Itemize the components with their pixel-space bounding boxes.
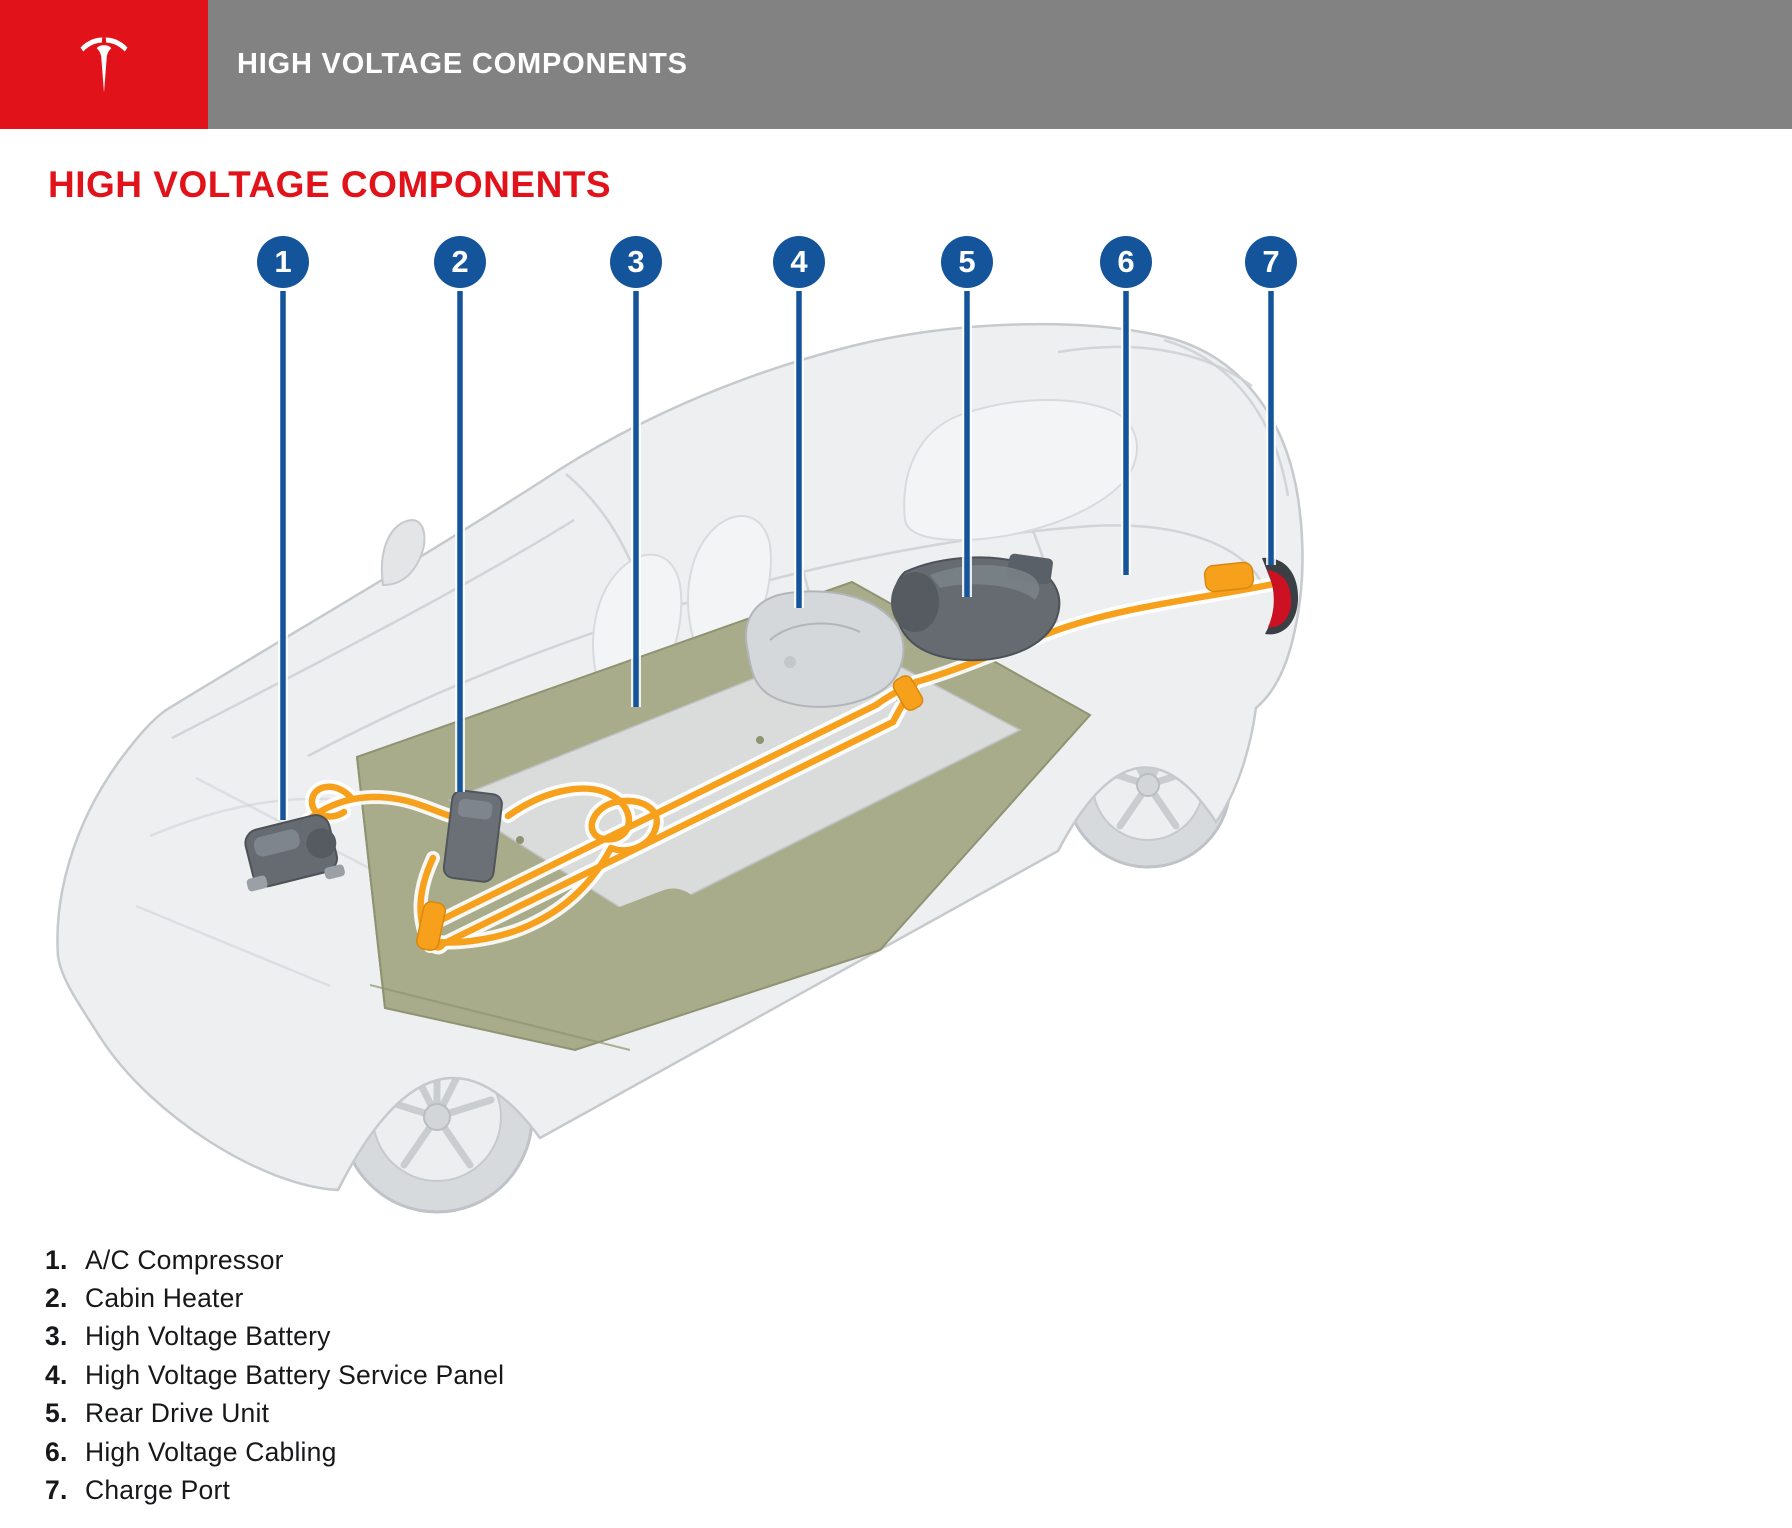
- legend-number: 7.: [45, 1475, 68, 1506]
- callout-2: 2: [434, 236, 486, 288]
- legend-label: High Voltage Battery Service Panel: [85, 1359, 505, 1390]
- legend-item-6: 6. High Voltage Cabling: [45, 1433, 504, 1471]
- header-title: HIGH VOLTAGE COMPONENTS: [237, 48, 688, 80]
- callout-1: 1: [257, 236, 309, 288]
- legend-item-3: 3. High Voltage Battery: [45, 1318, 504, 1356]
- legend-item-4: 4. High Voltage Battery Service Panel: [45, 1356, 504, 1394]
- rear-drive-unit: [891, 553, 1061, 662]
- callout-4: 4: [773, 236, 825, 288]
- cabin-heater: [442, 789, 503, 883]
- hv-cabling: [295, 582, 1283, 952]
- tesla-logo-block: [0, 0, 208, 129]
- legend-label: High Voltage Cabling: [85, 1436, 337, 1467]
- legend-label: Cabin Heater: [85, 1283, 244, 1314]
- legend-label: High Voltage Battery: [85, 1321, 331, 1352]
- legend-label: Rear Drive Unit: [85, 1398, 270, 1429]
- legend-item-1: 1. A/C Compressor: [45, 1241, 504, 1279]
- legend-item-5: 5. Rear Drive Unit: [45, 1395, 504, 1433]
- ac-compressor: [244, 814, 345, 892]
- legend-number: 4.: [45, 1359, 68, 1390]
- legend-item-2: 2. Cabin Heater: [45, 1279, 504, 1317]
- legend-label: A/C Compressor: [85, 1244, 284, 1275]
- legend-label: Charge Port: [85, 1475, 231, 1506]
- leader-lines: [278, 291, 1276, 820]
- legend-number: 2.: [45, 1283, 68, 1314]
- page-title: HIGH VOLTAGE COMPONENTS: [48, 164, 612, 205]
- charge-port: [1203, 557, 1299, 635]
- legend-item-7: 7. Charge Port: [45, 1471, 504, 1509]
- legend-number: 3.: [45, 1321, 68, 1352]
- side-mirror: [380, 518, 426, 587]
- service-panel: [745, 590, 905, 708]
- callout-6: 6: [1100, 236, 1152, 288]
- legend-number: 6.: [45, 1436, 68, 1467]
- legend: 1. A/C Compressor 2. Cabin Heater 3. Hig…: [45, 1241, 504, 1510]
- tesla-logo-icon: [80, 37, 128, 92]
- callout-3: 3: [610, 236, 662, 288]
- charge-port-taillight: [1267, 570, 1292, 628]
- callout-7: 7: [1245, 236, 1297, 288]
- legend-number: 5.: [45, 1398, 68, 1429]
- header-bar: HIGH VOLTAGE COMPONENTS: [0, 0, 1792, 129]
- legend-number: 1.: [45, 1244, 68, 1275]
- callout-5: 5: [941, 236, 993, 288]
